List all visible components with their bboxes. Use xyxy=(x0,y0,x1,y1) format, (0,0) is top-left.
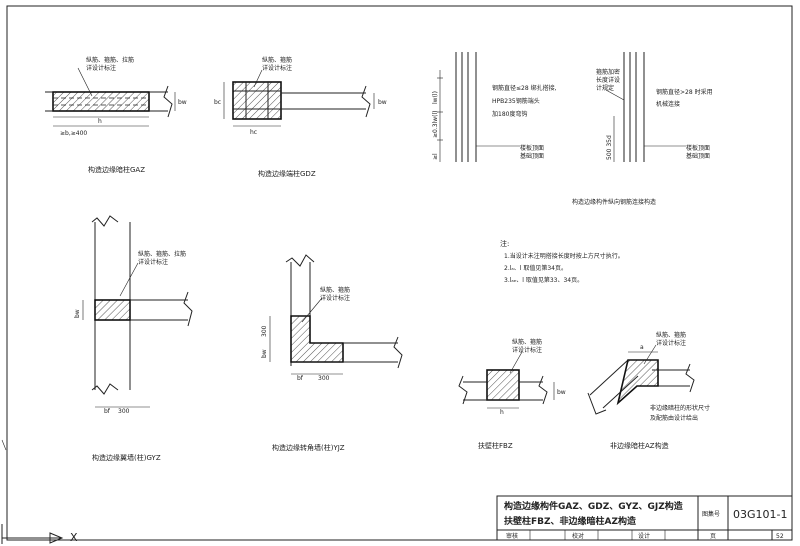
splice-right-note-left-2: 长度详设 xyxy=(596,76,620,84)
splice-left-floor-2: 基础顶面 xyxy=(520,152,544,160)
page-number: 52 xyxy=(776,533,784,540)
yjz-note-1: 纵筋、箍筋 xyxy=(320,286,350,294)
gaz-dim-width: h xyxy=(98,118,102,125)
az-note-2: 详设计标注 xyxy=(656,339,686,347)
yjz-note-2: 详设计标注 xyxy=(320,294,350,302)
splice-right-floor-1: 楼板顶面 xyxy=(686,144,710,152)
atlas-number: 03G101-1 xyxy=(733,508,787,521)
detail-az: a 纵筋、箍筋 详设计标注 非边缘暗柱的形状尺寸 及配筋由设计给出 非边缘暗柱A… xyxy=(587,331,710,450)
gyz-dim-side: bw xyxy=(74,309,81,318)
fbz-note-1: 纵筋、箍筋 xyxy=(512,338,542,346)
splice-left-dim-3: ≥l xyxy=(432,153,439,160)
splice-right-note-left-1: 箍筋加密 xyxy=(596,68,620,76)
gdz-dim-bottom: hc xyxy=(250,129,257,136)
fbz-dim-bottom: h xyxy=(500,409,504,416)
atlas-label: 图集号 xyxy=(702,510,720,518)
splice-left-dim-1: lw(l) xyxy=(432,91,439,104)
yjz-caption: 构造边缘转角墙(柱)YJZ xyxy=(272,443,345,452)
yjz-dim-bottom-b: 300 xyxy=(318,375,330,382)
splice-left-dim-2: ≥0.3lw(l) xyxy=(432,111,439,139)
page-label: 页 xyxy=(710,533,716,540)
gaz-note-1: 纵筋、箍筋、拉筋 xyxy=(86,56,134,64)
yjz-dim-top: 300 xyxy=(261,325,268,337)
splice-right-dim: 500 35d xyxy=(606,135,613,160)
ucs-icon: X xyxy=(1,439,78,544)
fbz-note-2: 详设计标注 xyxy=(512,346,542,354)
general-notes: 注: 1.当设计未注明搭接长度时按上方尺寸执行。 2.lₐ、l 取值见第34页。… xyxy=(500,239,624,284)
az-dim-top: a xyxy=(640,344,644,351)
ucs-x-label: X xyxy=(70,531,78,544)
detail-gaz: bw h ≥b,≥400 纵筋、箍筋、拉筋 详设计标注 构造边缘暗柱GAZ xyxy=(45,56,187,174)
splice-left-note-3: 加180度弯钩 xyxy=(492,110,527,118)
gdz-dim-side: bc xyxy=(214,99,221,106)
gyz-dim-bottom-b: 300 xyxy=(118,408,130,415)
row-label-design: 设计 xyxy=(638,532,650,540)
gdz-caption: 构造边缘端柱GDZ xyxy=(258,169,316,178)
splice-right-note-left-3: 计规定 xyxy=(596,84,614,92)
gdz-column-hatch xyxy=(232,81,282,120)
fbz-column-hatch xyxy=(486,369,520,401)
notes-line-2: 2.lₐ、l 取值见第34页。 xyxy=(504,264,567,272)
gyz-caption: 构造边缘翼墙(柱)GYZ xyxy=(92,453,161,462)
gdz-note-1: 纵筋、箍筋 xyxy=(262,56,292,64)
splice-right-note-right-1: 钢筋直径>28 时采用 xyxy=(656,88,713,96)
notes-line-1: 1.当设计未注明搭接长度时按上方尺寸执行。 xyxy=(504,252,624,260)
title-block: 构造边缘构件GAZ、GDZ、GYZ、GJZ构造 扶壁柱FBZ、非边缘暗柱AZ构造… xyxy=(496,495,793,541)
gyz-column-hatch xyxy=(94,299,131,321)
row-label-check: 校对 xyxy=(572,532,584,540)
gaz-dim-length: ≥b,≥400 xyxy=(60,130,87,137)
gyz-dim-bottom-a: bf xyxy=(104,408,111,415)
fbz-dim-side: bw xyxy=(557,389,566,396)
detail-yjz: 300 bw bf 300 纵筋、箍筋 详设计标注 构造边缘转角墙(柱)YJZ xyxy=(261,254,403,452)
gdz-dim-wall: bw xyxy=(378,99,387,106)
notes-line-3: 3.lₐₑ、l 取值见第33、34页。 xyxy=(504,276,583,284)
splice-left-note-2: HPB235钢筋端头 xyxy=(492,97,540,105)
gaz-note-2: 详设计标注 xyxy=(86,64,116,72)
gdz-note-2: 详设计标注 xyxy=(262,64,292,72)
gaz-column-hatch xyxy=(52,91,150,112)
az-column-hatch xyxy=(616,359,659,406)
yjz-column-hatch xyxy=(290,315,344,363)
notes-heading: 注: xyxy=(500,239,509,248)
splice-caption: 构造边缘构件纵向钢筋连接构造 xyxy=(572,198,656,206)
gaz-caption: 构造边缘暗柱GAZ xyxy=(88,165,145,174)
detail-fbz: bw h 纵筋、箍筋 详设计标注 扶壁柱FBZ xyxy=(458,338,566,450)
gaz-dim-side: bw xyxy=(178,99,187,106)
az-side-note-2: 及配筋由设计给出 xyxy=(650,414,698,422)
title-line-2: 扶壁柱FBZ、非边缘暗柱AZ构造 xyxy=(504,515,637,527)
yjz-dim-side: bw xyxy=(261,349,268,358)
splice-right-note-right-2: 机械连接 xyxy=(656,100,680,108)
az-side-note-1: 非边缘暗柱的形状尺寸 xyxy=(650,404,710,412)
az-note-1: 纵筋、箍筋 xyxy=(656,331,686,339)
splice-right-floor-2: 基础顶面 xyxy=(686,152,710,160)
title-line-1: 构造边缘构件GAZ、GDZ、GYZ、GJZ构造 xyxy=(504,500,684,512)
fbz-caption: 扶壁柱FBZ xyxy=(478,441,513,450)
gyz-note-1: 纵筋、箍筋、拉筋 xyxy=(138,250,186,258)
yjz-dim-bottom-a: bf xyxy=(297,375,304,382)
detail-gyz: bw bf 300 纵筋、箍筋、拉筋 详设计标注 构造边缘翼墙(柱)GYZ xyxy=(74,215,193,462)
detail-splice: lw(l) ≥0.3lw(l) ≥l 钢筋直径≤28 绑扎搭接, HPB235钢… xyxy=(432,52,713,206)
gyz-note-2: 详设计标注 xyxy=(138,258,168,266)
splice-left-note-1: 钢筋直径≤28 绑扎搭接, xyxy=(492,84,557,92)
splice-left-floor-1: 楼板顶面 xyxy=(520,144,544,152)
drawing-frame xyxy=(6,5,793,541)
row-label-review: 审核 xyxy=(506,532,518,540)
detail-gdz: bw bc hc 纵筋、箍筋 详设计标注 构造边缘端柱GDZ xyxy=(214,56,387,178)
az-caption: 非边缘暗柱AZ构造 xyxy=(610,441,669,450)
